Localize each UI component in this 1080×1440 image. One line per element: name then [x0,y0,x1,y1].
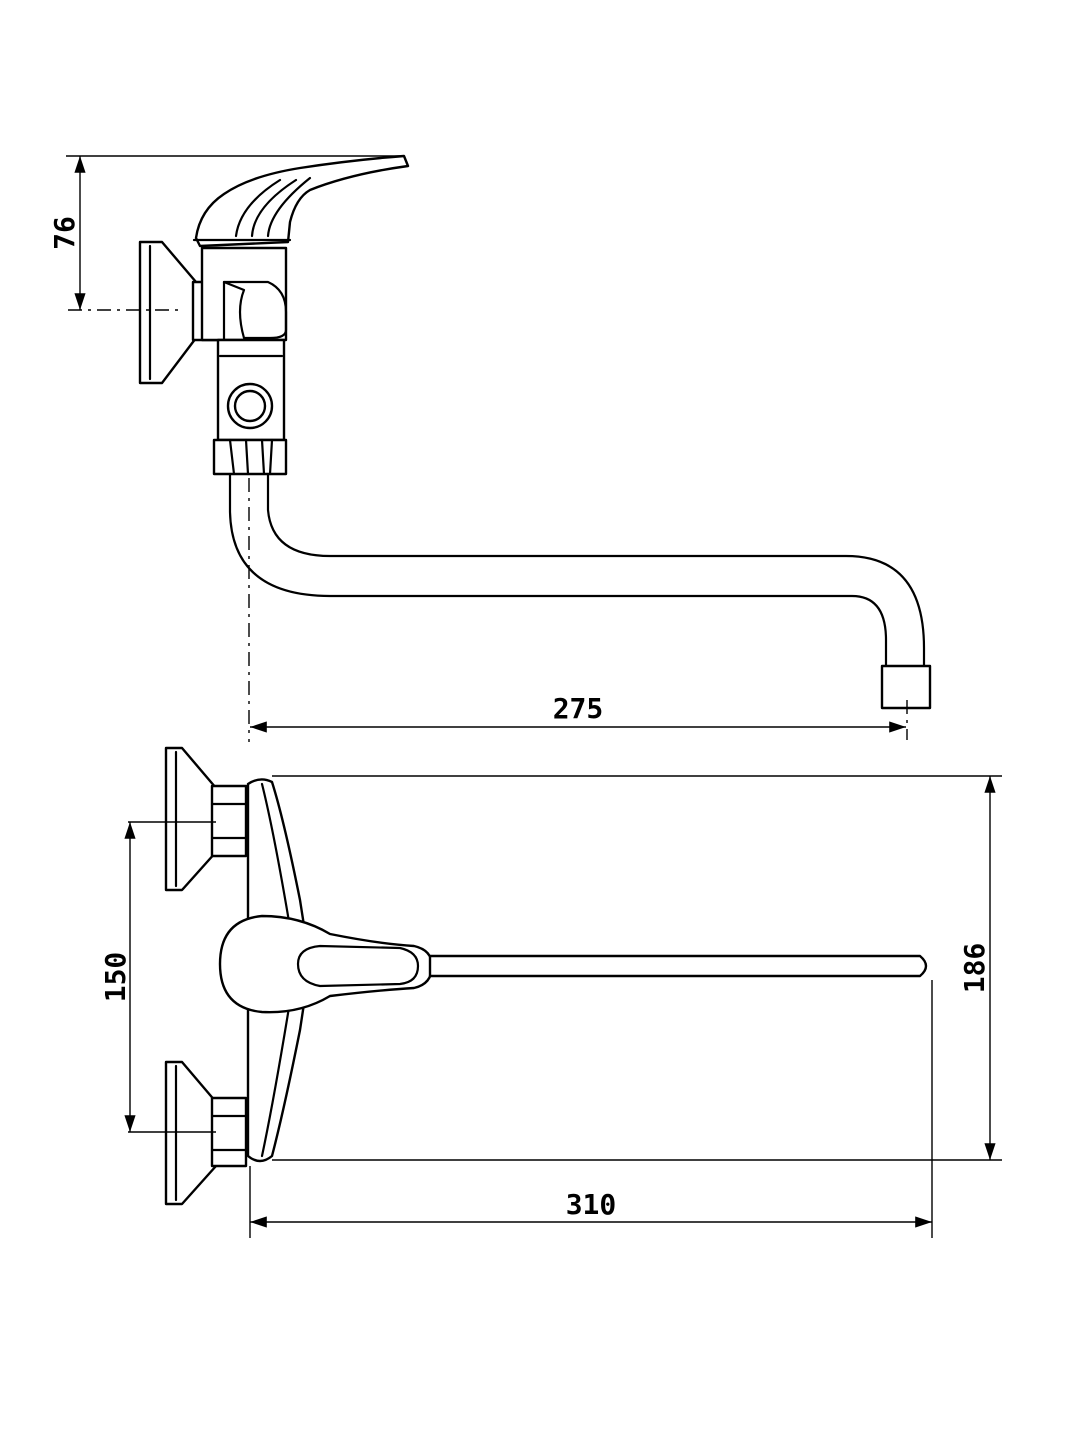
dim-overall-height: 186 [958,776,996,1160]
dim-inlet-spacing-label: 150 [99,952,132,1003]
dim-handle-height: 76 [48,155,404,310]
dim-handle-height-label: 76 [48,216,81,250]
dim-spout-reach-label: 275 [553,692,604,725]
dim-overall-length-label: 310 [566,1188,617,1221]
side-wall-flange [138,240,198,385]
side-valve-body [200,246,288,342]
dim-inlet-spacing: 150 [99,822,136,1132]
dim-overall-length: 310 [250,1188,932,1228]
side-spout-tube [228,472,926,668]
front-top-flange [164,746,248,892]
side-aerator [880,664,932,710]
side-lever-handle [192,154,410,248]
side-view: 76 275 [48,154,932,742]
front-view: 150 186 310 [99,746,1002,1238]
side-lower-body [216,338,286,442]
dim-spout-reach: 275 [250,692,906,733]
front-bottom-flange [164,1060,248,1206]
front-spout-tube [428,954,928,978]
side-spout-nut [212,438,288,476]
dim-overall-height-label: 186 [958,943,991,994]
front-lever-handle [218,914,434,1014]
